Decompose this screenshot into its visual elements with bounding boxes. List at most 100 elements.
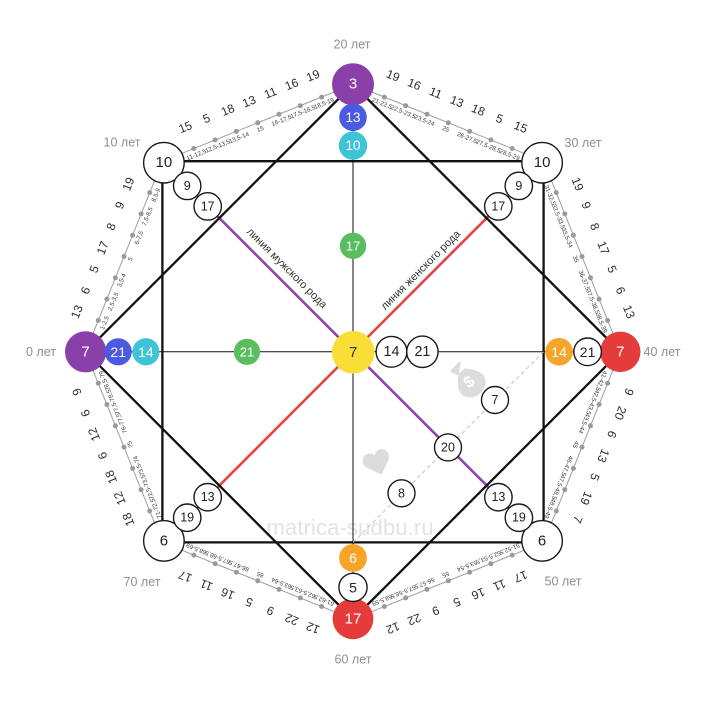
- svg-text:5: 5: [451, 594, 463, 610]
- svg-text:5: 5: [349, 579, 357, 595]
- svg-text:19: 19: [512, 511, 526, 525]
- svg-text:17: 17: [512, 567, 530, 585]
- svg-text:22: 22: [283, 610, 301, 628]
- svg-text:16: 16: [469, 585, 487, 603]
- svg-text:19: 19: [119, 175, 137, 193]
- svg-text:17: 17: [345, 610, 362, 627]
- svg-text:11: 11: [262, 84, 279, 102]
- svg-text:15: 15: [256, 125, 266, 134]
- svg-text:55: 55: [441, 570, 451, 579]
- svg-text:7: 7: [616, 343, 624, 360]
- svg-text:7: 7: [570, 514, 586, 526]
- svg-text:6: 6: [160, 532, 168, 549]
- svg-text:3,5-4: 3,5-4: [116, 272, 128, 288]
- svg-text:65: 65: [255, 569, 265, 578]
- svg-text:12: 12: [111, 489, 129, 507]
- svg-text:19: 19: [304, 67, 322, 85]
- svg-text:35: 35: [571, 255, 580, 265]
- svg-text:10: 10: [345, 138, 360, 153]
- svg-text:11: 11: [427, 84, 444, 102]
- svg-text:17: 17: [594, 239, 612, 257]
- svg-text:19: 19: [577, 489, 595, 507]
- svg-text:16: 16: [219, 584, 237, 602]
- svg-text:9: 9: [578, 200, 594, 212]
- svg-text:60 лет: 60 лет: [335, 652, 372, 666]
- svg-text:13: 13: [345, 110, 360, 125]
- svg-text:6: 6: [349, 550, 357, 566]
- svg-text:7: 7: [492, 393, 499, 407]
- svg-text:11: 11: [491, 576, 508, 594]
- svg-text:14: 14: [138, 344, 154, 360]
- svg-text:12: 12: [304, 619, 322, 637]
- svg-text:9: 9: [69, 386, 85, 398]
- svg-text:21: 21: [240, 344, 254, 359]
- svg-text:25: 25: [441, 125, 451, 134]
- svg-text:30 лет: 30 лет: [565, 136, 602, 150]
- svg-text:18: 18: [219, 101, 237, 119]
- svg-text:7: 7: [349, 344, 357, 361]
- svg-text:21: 21: [580, 344, 596, 360]
- svg-text:13: 13: [201, 490, 215, 504]
- svg-text:13: 13: [448, 93, 466, 111]
- svg-text:9: 9: [112, 199, 128, 211]
- svg-text:6: 6: [604, 429, 620, 441]
- svg-text:5: 5: [127, 256, 135, 262]
- svg-text:12: 12: [384, 619, 402, 637]
- svg-text:3: 3: [349, 76, 357, 93]
- svg-text:8: 8: [587, 221, 603, 233]
- svg-text:9: 9: [264, 603, 276, 619]
- svg-text:15: 15: [512, 118, 530, 136]
- svg-text:10 лет: 10 лет: [104, 136, 141, 150]
- svg-text:17: 17: [201, 199, 215, 213]
- svg-text:5: 5: [243, 594, 255, 610]
- svg-text:17: 17: [491, 199, 505, 213]
- svg-text:18: 18: [119, 510, 137, 528]
- svg-text:13: 13: [620, 303, 638, 321]
- svg-text:6: 6: [613, 285, 629, 297]
- svg-text:5: 5: [201, 111, 213, 127]
- svg-text:21: 21: [110, 344, 126, 360]
- svg-text:40 лет: 40 лет: [644, 345, 681, 359]
- svg-text:6: 6: [538, 532, 546, 549]
- svg-text:18: 18: [469, 101, 487, 119]
- svg-text:21: 21: [414, 344, 430, 360]
- svg-text:6: 6: [95, 450, 111, 462]
- svg-text:20: 20: [441, 440, 455, 454]
- svg-text:13: 13: [240, 92, 258, 110]
- svg-text:15: 15: [176, 118, 194, 136]
- svg-text:6: 6: [78, 284, 94, 296]
- svg-text:17: 17: [346, 238, 360, 253]
- svg-text:16: 16: [283, 75, 301, 93]
- svg-text:70 лет: 70 лет: [124, 575, 161, 589]
- svg-text:6: 6: [78, 407, 94, 419]
- svg-text:20: 20: [611, 404, 629, 422]
- svg-text:18: 18: [102, 468, 120, 486]
- svg-text:8: 8: [398, 486, 405, 500]
- svg-text:19: 19: [384, 67, 402, 85]
- svg-text:17: 17: [176, 567, 194, 585]
- svg-text:matrica-sudbu.ru: matrica-sudbu.ru: [266, 515, 433, 540]
- svg-text:16: 16: [405, 75, 423, 93]
- svg-text:75: 75: [126, 439, 135, 449]
- svg-text:6-7,5: 6-7,5: [133, 230, 145, 246]
- svg-text:19: 19: [569, 175, 587, 193]
- svg-text:50 лет: 50 лет: [545, 575, 582, 589]
- svg-text:13: 13: [68, 303, 86, 321]
- svg-text:1-2,5: 1-2,5: [99, 315, 111, 331]
- svg-text:8,5-9: 8,5-9: [151, 187, 163, 203]
- svg-text:20 лет: 20 лет: [334, 38, 371, 52]
- svg-text:22: 22: [405, 610, 423, 628]
- svg-text:5: 5: [86, 263, 102, 275]
- svg-text:5: 5: [494, 111, 506, 127]
- svg-text:13: 13: [594, 447, 612, 465]
- svg-text:0 лет: 0 лет: [26, 345, 56, 359]
- svg-text:45: 45: [571, 440, 580, 450]
- svg-text:17: 17: [94, 239, 112, 257]
- svg-text:8: 8: [103, 221, 119, 233]
- svg-text:7: 7: [81, 343, 89, 360]
- svg-text:14: 14: [551, 344, 567, 360]
- svg-text:10: 10: [534, 154, 551, 171]
- svg-text:11: 11: [198, 576, 215, 594]
- svg-text:10: 10: [156, 154, 173, 171]
- svg-text:12: 12: [85, 425, 103, 443]
